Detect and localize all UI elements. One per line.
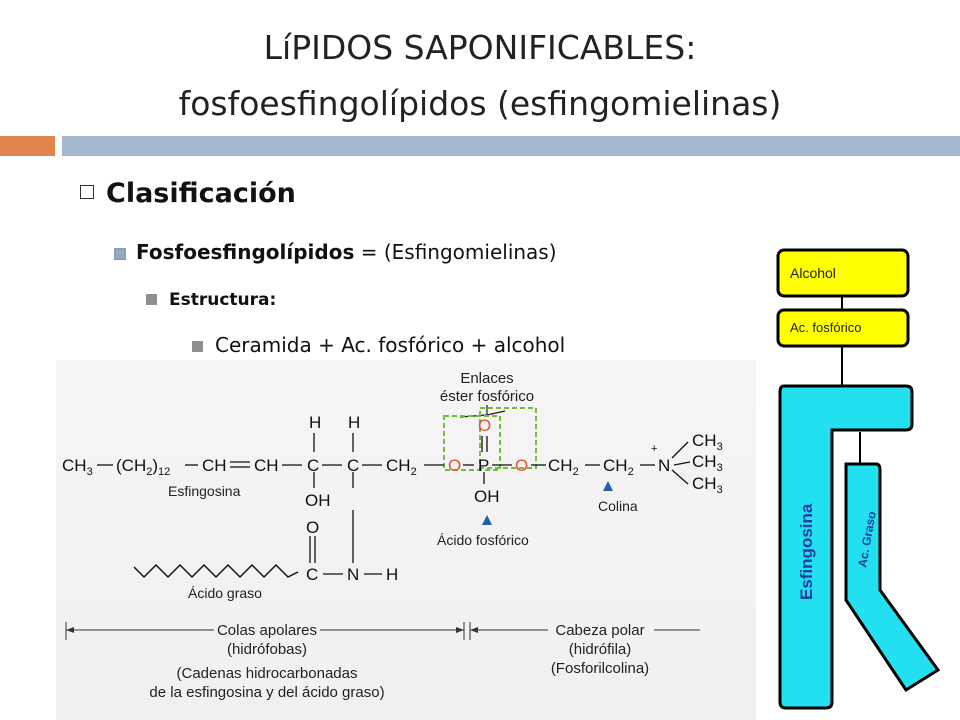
acido-fosforico-label: Ácido fosfórico <box>437 532 529 548</box>
svg-text:N: N <box>658 456 670 475</box>
svg-text:CH: CH <box>254 456 279 475</box>
ac-fosforico-label: Ac. fosfórico <box>790 320 862 335</box>
acido-graso-zigzag <box>133 563 299 579</box>
svg-text:CH3: CH3 <box>62 456 93 478</box>
cabeza-polar-label: Cabeza polar <box>555 622 644 639</box>
esfingosina-formula-label: Esfingosina <box>168 483 241 499</box>
title-accent-blue <box>62 136 960 156</box>
acido-graso-shape <box>844 462 941 693</box>
esfingosina-shape <box>778 384 914 710</box>
svg-text:H: H <box>309 413 321 432</box>
outline-level-3: Estructura: <box>146 290 276 310</box>
acido-graso-label: Ácido graso <box>188 585 262 601</box>
outline-level-4: Ceramida + Ac. fosfórico + alcohol <box>192 333 565 357</box>
filled-square-bullet-icon <box>146 294 157 305</box>
ceramida-formula-label: Ceramida + Ac. fosfórico + alcohol <box>215 333 566 357</box>
square-bullet-icon <box>114 248 126 260</box>
svg-text:CH3: CH3 <box>692 452 723 474</box>
alcohol-box <box>776 248 910 298</box>
colina-label: Colina <box>598 498 638 514</box>
alcohol-label: Alcohol <box>790 265 836 281</box>
ester-fosforico-label: éster fosfórico <box>440 388 534 405</box>
svg-text:P: P <box>478 456 489 475</box>
outline-level-1: Clasificación <box>80 178 296 209</box>
svg-text:H: H <box>386 565 398 584</box>
svg-text:OH: OH <box>474 487 500 506</box>
esfingomielinas-label: = (Esfingomielinas) <box>354 240 557 264</box>
svg-text:CH3: CH3 <box>692 474 723 496</box>
fosforilcolina-label: (Fosforilcolina) <box>551 660 649 677</box>
svg-text:CH2: CH2 <box>603 456 634 478</box>
cadenas-label: (Cadenas hidrocarbonadas <box>177 665 358 682</box>
clasificacion-label: Clasificación <box>106 178 296 209</box>
svg-text:(CH2)12: (CH2)12 <box>116 456 170 478</box>
svg-text:C: C <box>347 456 359 475</box>
enlaces-label: Enlaces <box>460 370 513 387</box>
title-accent-orange <box>0 136 55 156</box>
svg-text:+: + <box>651 443 657 455</box>
ac-fosforico-box <box>776 308 910 348</box>
slide-title: LíPIDOS SAPONIFICABLES: fosfoesfingolípi… <box>60 20 900 132</box>
title-line-1: LíPIDOS SAPONIFICABLES: <box>263 28 697 67</box>
svg-text:O: O <box>478 416 491 435</box>
colas-apolares-label: Colas apolares <box>217 622 317 639</box>
svg-text:CH2: CH2 <box>386 456 417 478</box>
svg-text:CH: CH <box>202 456 227 475</box>
svg-text:CH2: CH2 <box>548 456 579 478</box>
colina-arrow-icon <box>603 481 613 491</box>
estructura-label: Estructura: <box>169 290 277 310</box>
esfingomielina-schematic: Alcohol Ac. fosfórico Esfingosina Ac. Gr… <box>776 248 941 710</box>
svg-text:C: C <box>306 565 318 584</box>
hidrofobas-label: (hidrófobas) <box>227 641 307 658</box>
svg-text:H: H <box>348 413 360 432</box>
esfingosina-schematic-label: Esfingosina <box>797 503 816 600</box>
hollow-square-bullet-icon <box>80 184 94 199</box>
esfingosina-acido-label: de la esfingosina y del ácido graso) <box>149 684 384 701</box>
svg-text:O: O <box>515 456 528 475</box>
filled-square-bullet-icon <box>192 341 203 352</box>
title-line-2: fosfoesfingolípidos (esfingomielinas) <box>178 84 782 123</box>
svg-text:OH: OH <box>305 491 331 510</box>
svg-text:O: O <box>448 456 461 475</box>
esfingomielina-formula-diagram: Enlaces éster fosfórico CH3 (CH2)12 CH C… <box>62 370 723 701</box>
scanned-figure-background <box>56 360 756 720</box>
fosfoesfingolipidos-label: Fosfoesfingolípidos <box>136 240 355 264</box>
outline-level-2: Fosfoesfingolípidos = (Esfingomielinas) <box>114 240 557 264</box>
svg-text:O: O <box>306 518 319 537</box>
hidrofila-label: (hidrófila) <box>569 641 632 658</box>
ester-bond-box-right <box>479 407 537 469</box>
svg-text:C: C <box>307 456 319 475</box>
acido-fosforico-arrow-icon <box>482 515 492 525</box>
svg-text:CH3: CH3 <box>692 431 723 453</box>
ester-bond-box-left <box>443 415 501 471</box>
svg-text:N: N <box>347 565 359 584</box>
